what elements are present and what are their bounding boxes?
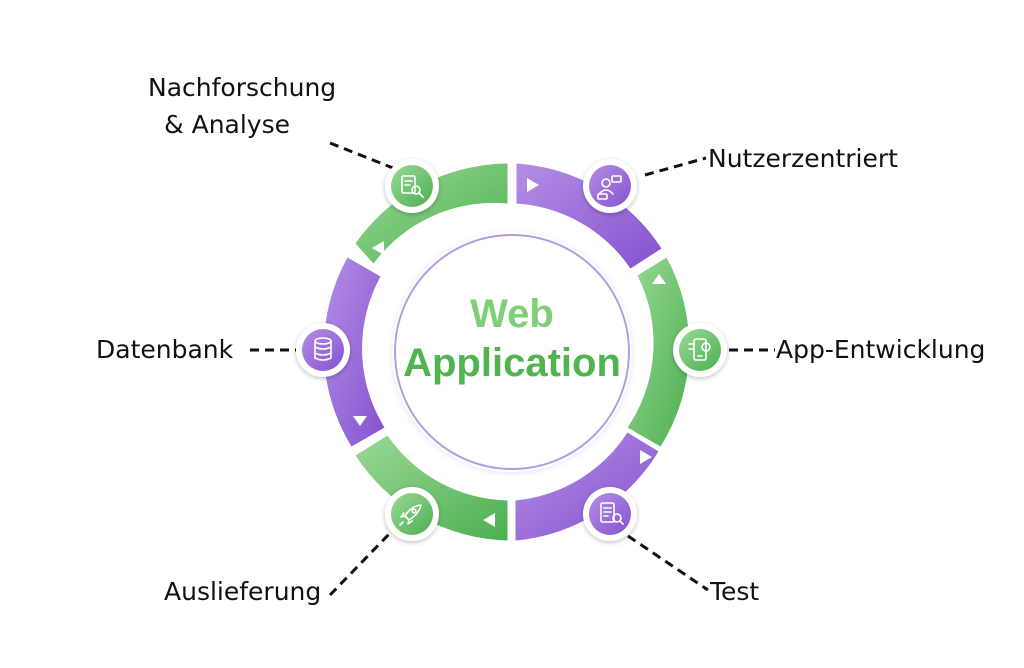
app-development-phone-icon — [688, 338, 711, 361]
arrow-up-icon — [652, 274, 666, 284]
stage-label-research-line1: Nachforschung — [148, 73, 337, 102]
connector-delivery — [328, 528, 395, 597]
stage-label-delivery-text: Auslieferung — [164, 577, 322, 606]
arrow-right-icon — [527, 178, 539, 192]
delivery-rocket-icon — [399, 504, 422, 526]
arrow-right-icon — [640, 450, 652, 464]
stage-label-app-development: App-Entwicklung — [776, 331, 985, 368]
user-centered-icon — [597, 175, 622, 200]
node-delivery — [385, 487, 439, 541]
connector-research — [329, 141, 394, 170]
segment-database — [323, 257, 385, 447]
stage-label-database-text: Datenbank — [96, 335, 234, 364]
arrow-down-icon — [353, 416, 367, 426]
research-document-magnifier-icon — [401, 175, 424, 198]
stage-label-test-text: Test — [710, 577, 760, 606]
node-research — [385, 159, 439, 213]
center-title-line2: Application — [403, 341, 621, 385]
stage-label-research: Nachforschung & Analyse — [148, 69, 336, 143]
segment-research — [355, 163, 508, 264]
stage-label-test: Test — [710, 573, 759, 610]
stage-label-user-centered: Nutzerzentriert — [708, 140, 898, 177]
database-icon — [314, 337, 332, 361]
connector-user-centered — [644, 156, 707, 177]
connectors — [250, 141, 775, 597]
arrow-left-icon — [483, 513, 495, 527]
node-user-centered — [583, 159, 637, 213]
arrow-left-icon — [372, 241, 384, 255]
node-app-development — [673, 323, 727, 377]
segment-delivery — [355, 435, 508, 541]
center-hub: Web Application — [392, 232, 632, 472]
connector-test — [627, 534, 709, 592]
segment-app-development — [627, 257, 690, 447]
center-title-line1: Web — [470, 292, 554, 336]
test-checklist-icon — [600, 502, 624, 525]
stage-label-database: Datenbank — [96, 331, 233, 368]
segment-user-centered — [516, 163, 662, 269]
stage-label-research-line2: & Analyse — [164, 110, 291, 139]
direction-arrows — [353, 178, 666, 527]
stage-label-delivery: Auslieferung — [164, 573, 321, 610]
node-test — [583, 487, 637, 541]
stage-label-app-development-text: App-Entwicklung — [776, 335, 986, 364]
segment-test — [515, 432, 659, 541]
ring-segments — [323, 163, 690, 541]
node-database — [296, 323, 350, 377]
stage-label-user-centered-text: Nutzerzentriert — [708, 144, 898, 173]
